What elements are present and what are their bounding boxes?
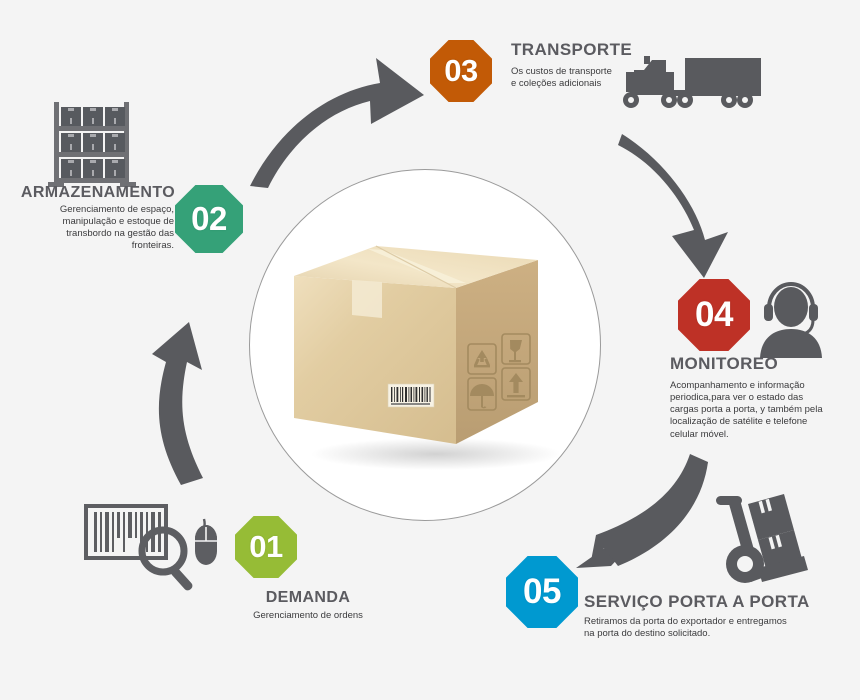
- step-04-description: Acompanhamento e informação periodica,pa…: [670, 380, 823, 440]
- step-05-badge[interactable]: 05: [506, 556, 578, 628]
- arrow-01-to-02: [140, 300, 270, 495]
- step-03-badge[interactable]: 03: [430, 40, 492, 102]
- step-01-badge[interactable]: 01: [235, 516, 297, 578]
- step-02-badge[interactable]: 02: [175, 185, 243, 253]
- step-04-badge[interactable]: 04: [678, 279, 750, 351]
- warehouse-rack-icon: [46, 100, 142, 188]
- magnifier-icon: [136, 524, 206, 594]
- step-03-number: 03: [444, 52, 478, 88]
- hand-truck-dolly-icon: [712, 482, 816, 586]
- step-01-title: DEMANDA: [265, 589, 351, 606]
- semi-truck-icon: [614, 54, 762, 110]
- arrow-03-to-04: [600, 112, 750, 287]
- step-03-title: TRANSPORTE: [511, 40, 633, 59]
- step-01-number: 01: [249, 528, 283, 564]
- step-05-number: 05: [523, 571, 561, 611]
- step-04-title: MONITOREO: [670, 354, 779, 373]
- step-01-description: Gerenciamento de ordens: [253, 610, 363, 621]
- arrow-04-to-05: [556, 440, 726, 580]
- step-04-number: 04: [695, 294, 733, 334]
- step-05-title: SERVIÇO PORTA A PORTA: [584, 592, 810, 611]
- step-02-number: 02: [191, 199, 227, 237]
- step-03-description: Os custos de transporte e coleções adici…: [511, 66, 612, 90]
- cardboard-box-graphic: [276, 232, 576, 482]
- arrow-02-to-03: [228, 48, 433, 198]
- headset-operator-icon: [754, 280, 826, 358]
- step-02-description: Gerenciamento de espaço, manipulação e e…: [59, 204, 174, 252]
- computer-mouse-icon: [191, 517, 221, 567]
- step-05-description: Retiramos da porta do exportador e entre…: [584, 616, 787, 640]
- step-02-title: ARMAZENAMENTO: [20, 184, 176, 201]
